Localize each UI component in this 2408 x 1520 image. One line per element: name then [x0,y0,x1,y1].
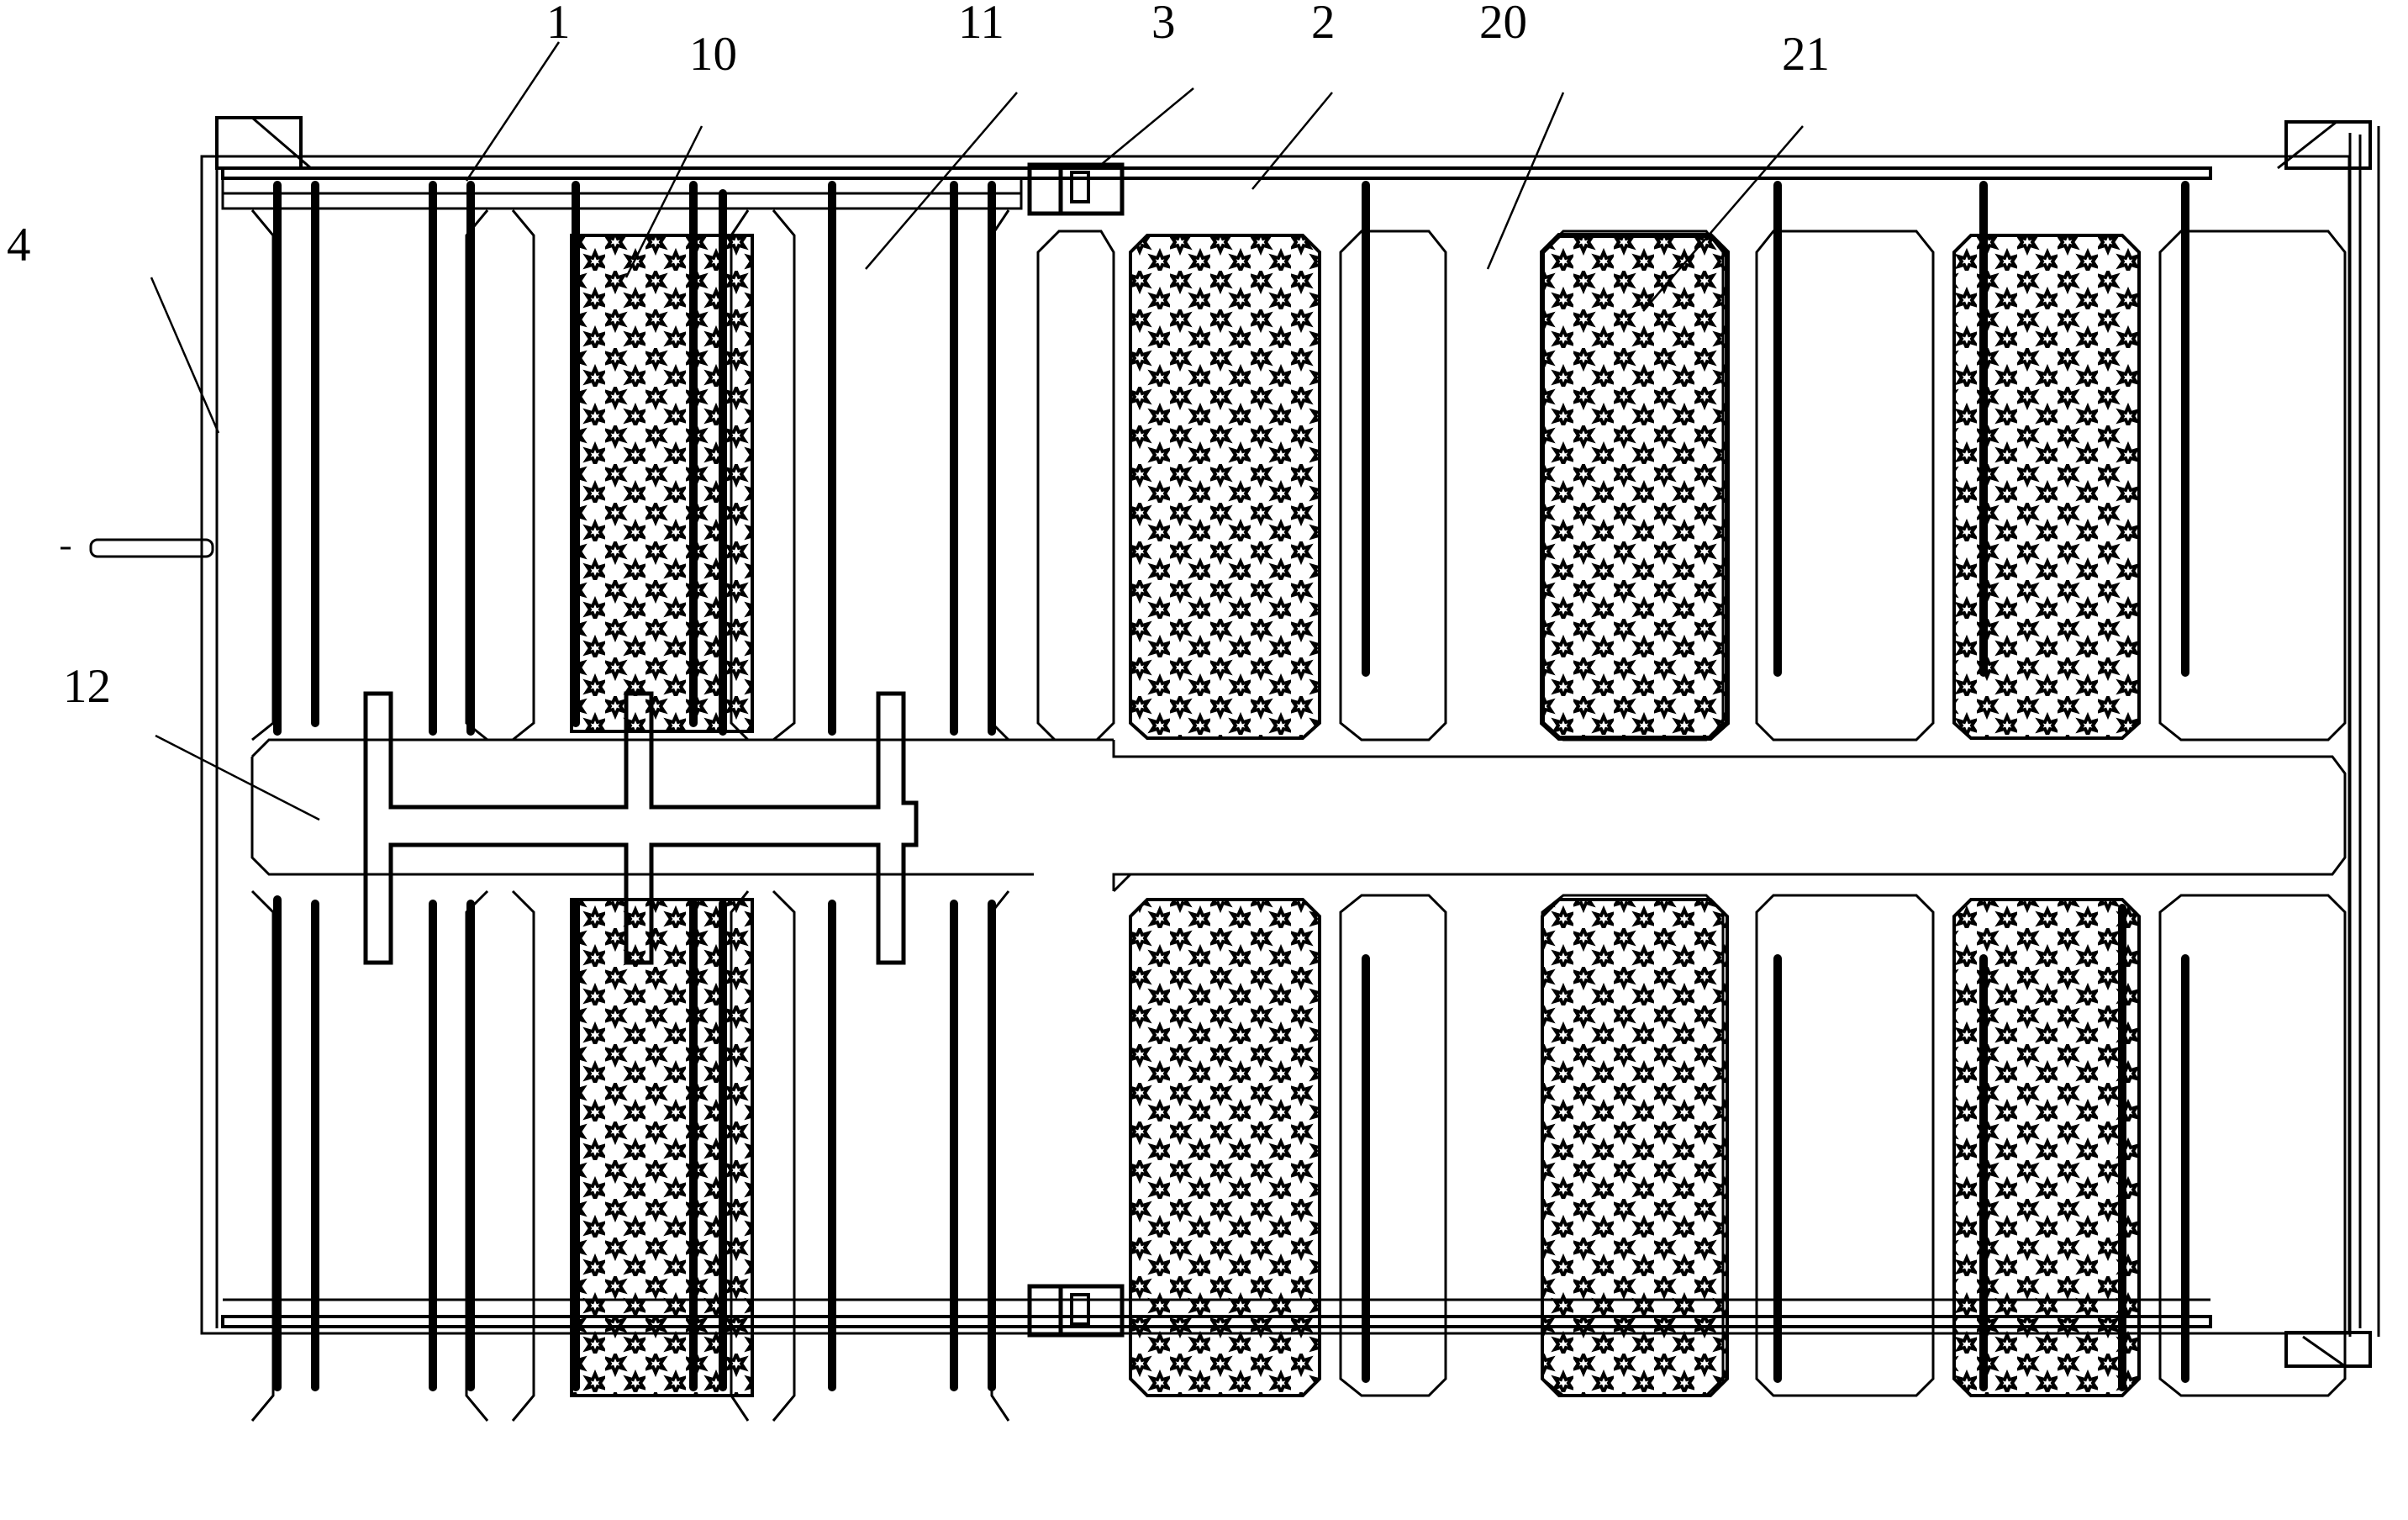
label-21: 21 [1782,28,1830,81]
inlet-pipe [89,538,214,558]
label-20: 20 [1479,0,1527,49]
label-1: 1 [546,0,571,49]
valve-block-top [1027,162,1125,216]
top-pipe-rail [221,166,2212,180]
leader-lines [150,41,1804,821]
reference-labels: 1 10 11 3 2 20 21 4 12 [7,0,1830,713]
label-4: 4 [7,219,31,272]
label-12: 12 [63,660,111,713]
label-10: 10 [689,28,737,81]
label-3: 3 [1151,0,1176,49]
valve-block-bottom [1027,1284,1125,1338]
filter-media-panels [570,233,2141,1397]
label-2: 2 [1311,0,1336,49]
label-11: 11 [958,0,1004,49]
vertical-baffles [273,181,2189,1391]
